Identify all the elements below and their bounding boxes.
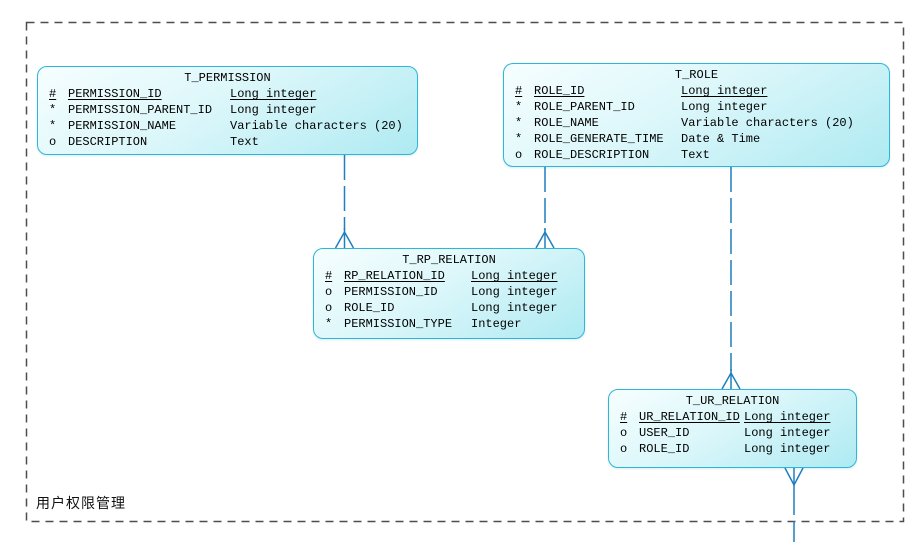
relationship-permission-rp[interactable]: [334, 155, 355, 249]
entity-t-rp-relation[interactable]: T_RP_RELATION # RP_RELATION_ID Long inte…: [313, 248, 585, 339]
attr-name: PERMISSION_TYPE: [344, 317, 453, 331]
attr-symbol: *: [325, 317, 333, 331]
attribute-row: # UR_RELATION_ID Long integer: [609, 409, 856, 425]
attr-name: PERMISSION_PARENT_ID: [68, 103, 213, 117]
attr-symbol: #: [325, 269, 333, 283]
attribute-row: * PERMISSION_TYPE Integer: [314, 316, 584, 332]
attribute-row: * PERMISSION_PARENT_ID Long integer: [38, 102, 417, 118]
attr-type: Long integer: [471, 269, 558, 283]
attr-name: ROLE_GENERATE_TIME: [534, 132, 664, 146]
attribute-row: * PERMISSION_NAME Variable characters (2…: [38, 118, 417, 134]
entity-title: T_ROLE: [674, 68, 719, 82]
attr-type: Long integer: [471, 285, 558, 299]
attr-type: Long integer: [744, 410, 831, 424]
entity-t-ur-relation[interactable]: T_UR_RELATION # UR_RELATION_ID Long inte…: [608, 389, 857, 468]
relationship-role-rp[interactable]: [535, 167, 555, 249]
attr-type: Long integer: [230, 103, 317, 117]
attr-name: PERMISSION_ID: [68, 87, 162, 101]
crowfoot-icon: [535, 230, 555, 249]
attribute-row: * ROLE_GENERATE_TIME Date & Time: [504, 131, 889, 147]
attr-symbol: o: [620, 426, 628, 440]
attribute-row: o PERMISSION_ID Long integer: [314, 284, 584, 300]
attr-type: Text: [681, 148, 710, 162]
attr-name: RP_RELATION_ID: [344, 269, 445, 283]
attr-type: Long integer: [471, 301, 558, 315]
attr-symbol: *: [515, 100, 523, 114]
attr-symbol: *: [49, 119, 57, 133]
attr-symbol: #: [515, 84, 523, 98]
attr-type: Variable characters (20): [681, 116, 854, 130]
attr-symbol: o: [325, 301, 333, 315]
attribute-row: * ROLE_PARENT_ID Long integer: [504, 99, 889, 115]
attribute-row: o DESCRIPTION Text: [38, 134, 417, 150]
attr-name: ROLE_ID: [639, 442, 690, 456]
attr-symbol: o: [515, 148, 523, 162]
attr-symbol: *: [49, 103, 57, 117]
attribute-row: o ROLE_ID Long integer: [609, 441, 856, 457]
attr-name: ROLE_ID: [344, 301, 395, 315]
attribute-row: * ROLE_NAME Variable characters (20): [504, 115, 889, 131]
package-frame[interactable]: [25, 21, 905, 523]
attr-type: Long integer: [744, 442, 831, 456]
attr-type: Text: [230, 135, 259, 149]
attr-symbol: *: [515, 132, 523, 146]
attr-symbol: #: [620, 410, 628, 424]
attr-type: Long integer: [230, 87, 317, 101]
relationship-user-ur[interactable]: [784, 467, 804, 542]
attr-name: ROLE_NAME: [534, 116, 599, 130]
attr-symbol: *: [515, 116, 523, 130]
attribute-row: # PERMISSION_ID Long integer: [38, 86, 417, 102]
attr-name: PERMISSION_NAME: [68, 119, 177, 133]
attr-type: Long integer: [681, 100, 768, 114]
entity-t-role[interactable]: T_ROLE # ROLE_ID Long integer * ROLE_PAR…: [503, 63, 890, 167]
attr-type: Date & Time: [681, 132, 761, 146]
attr-name: PERMISSION_ID: [344, 285, 438, 299]
entity-t-permission[interactable]: T_PERMISSION # PERMISSION_ID Long intege…: [37, 66, 418, 155]
attribute-row: o ROLE_ID Long integer: [314, 300, 584, 316]
attr-type: Integer: [471, 317, 522, 331]
attr-type: Long integer: [681, 84, 768, 98]
attribute-row: # RP_RELATION_ID Long integer: [314, 268, 584, 284]
relationship-role-ur[interactable]: [721, 167, 741, 390]
attr-name: USER_ID: [639, 426, 690, 440]
attr-name: ROLE_DESCRIPTION: [534, 148, 650, 162]
attr-symbol: o: [325, 285, 333, 299]
entity-title: T_UR_RELATION: [685, 394, 780, 408]
entity-title: T_RP_RELATION: [402, 253, 496, 267]
attr-name: DESCRIPTION: [68, 135, 148, 149]
attribute-row: # ROLE_ID Long integer: [504, 83, 889, 99]
attr-symbol: o: [620, 442, 628, 456]
attr-type: Variable characters (20): [230, 119, 403, 133]
attr-type: Long integer: [744, 426, 831, 440]
attr-symbol: o: [49, 135, 57, 149]
crowfoot-icon: [721, 371, 741, 390]
attribute-row: o ROLE_DESCRIPTION Text: [504, 147, 889, 163]
attr-symbol: #: [49, 87, 57, 101]
attr-name: ROLE_ID: [534, 84, 585, 98]
package-label: 用户权限管理: [36, 496, 126, 512]
entity-title: T_PERMISSION: [184, 71, 271, 85]
attr-name: UR_RELATION_ID: [639, 410, 740, 424]
attribute-row: o USER_ID Long integer: [609, 425, 856, 441]
attr-name: ROLE_PARENT_ID: [534, 100, 635, 114]
crowfoot-icon: [334, 230, 355, 249]
